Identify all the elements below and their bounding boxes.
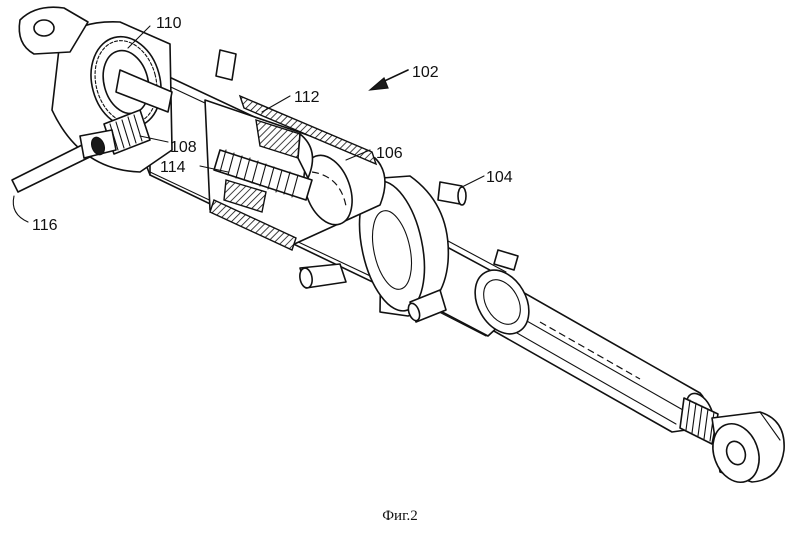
motor-housing <box>51 21 173 173</box>
mount-eye-left <box>18 6 89 55</box>
label-102: 102 <box>412 64 439 81</box>
rod-end-eye <box>679 397 785 483</box>
label-108: 108 <box>170 139 197 156</box>
leader-lines <box>12 25 485 223</box>
nut-piston <box>223 118 314 213</box>
mounting-pins <box>215 49 519 323</box>
label-114: 114 <box>160 159 186 176</box>
lead-screw <box>213 149 313 201</box>
label-112: 112 <box>294 89 320 106</box>
figure-caption: Фиг.2 <box>382 508 418 524</box>
label-116: 116 <box>32 217 58 234</box>
label-106: 106 <box>376 145 403 162</box>
reference-numerals: 110 102 112 108 106 114 104 116 <box>32 15 513 234</box>
label-110: 110 <box>156 15 182 32</box>
electrical-cable <box>11 129 117 193</box>
label-104: 104 <box>486 169 513 186</box>
cutaway-section <box>204 94 386 251</box>
